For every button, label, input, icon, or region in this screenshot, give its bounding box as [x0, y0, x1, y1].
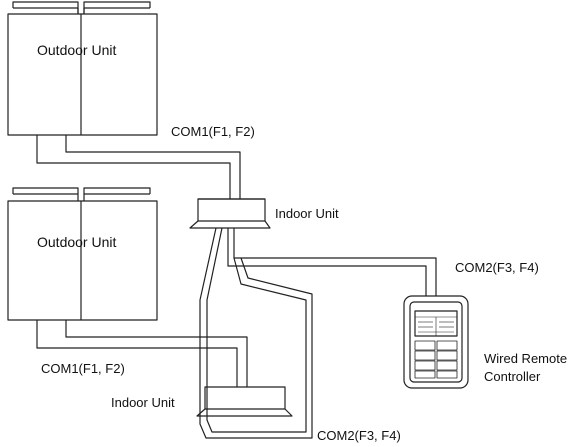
remote-controller-label-line1: Wired Remote — [484, 351, 568, 366]
indoor-unit-top-label: Indoor Unit — [275, 206, 339, 221]
outdoor-unit-top — [7, 1, 158, 136]
indoor-unit-bottom-label: Indoor Unit — [111, 395, 175, 410]
com1-bottom-label: COM1(F1, F2) — [41, 361, 125, 376]
com1-wire-bottom — [36, 320, 248, 387]
outdoor-unit-top-label: Outdoor Unit — [37, 42, 117, 58]
com2-wire-indoor — [199, 227, 313, 439]
outdoor-unit-bottom-label: Outdoor Unit — [37, 234, 117, 250]
com2-wire-remote — [227, 228, 437, 296]
com1-wire-top — [36, 135, 241, 199]
indoor-unit-top — [189, 198, 271, 229]
indoor-unit-bottom — [196, 386, 293, 417]
wired-remote-controller — [403, 295, 469, 389]
remote-controller-label-line2: Controller — [484, 369, 541, 384]
outdoor-unit-bottom — [7, 187, 158, 321]
com2-bottom-label: COM2(F3, F4) — [317, 428, 401, 443]
com1-top-label: COM1(F1, F2) — [171, 124, 255, 139]
com2-right-label: COM2(F3, F4) — [455, 260, 539, 275]
